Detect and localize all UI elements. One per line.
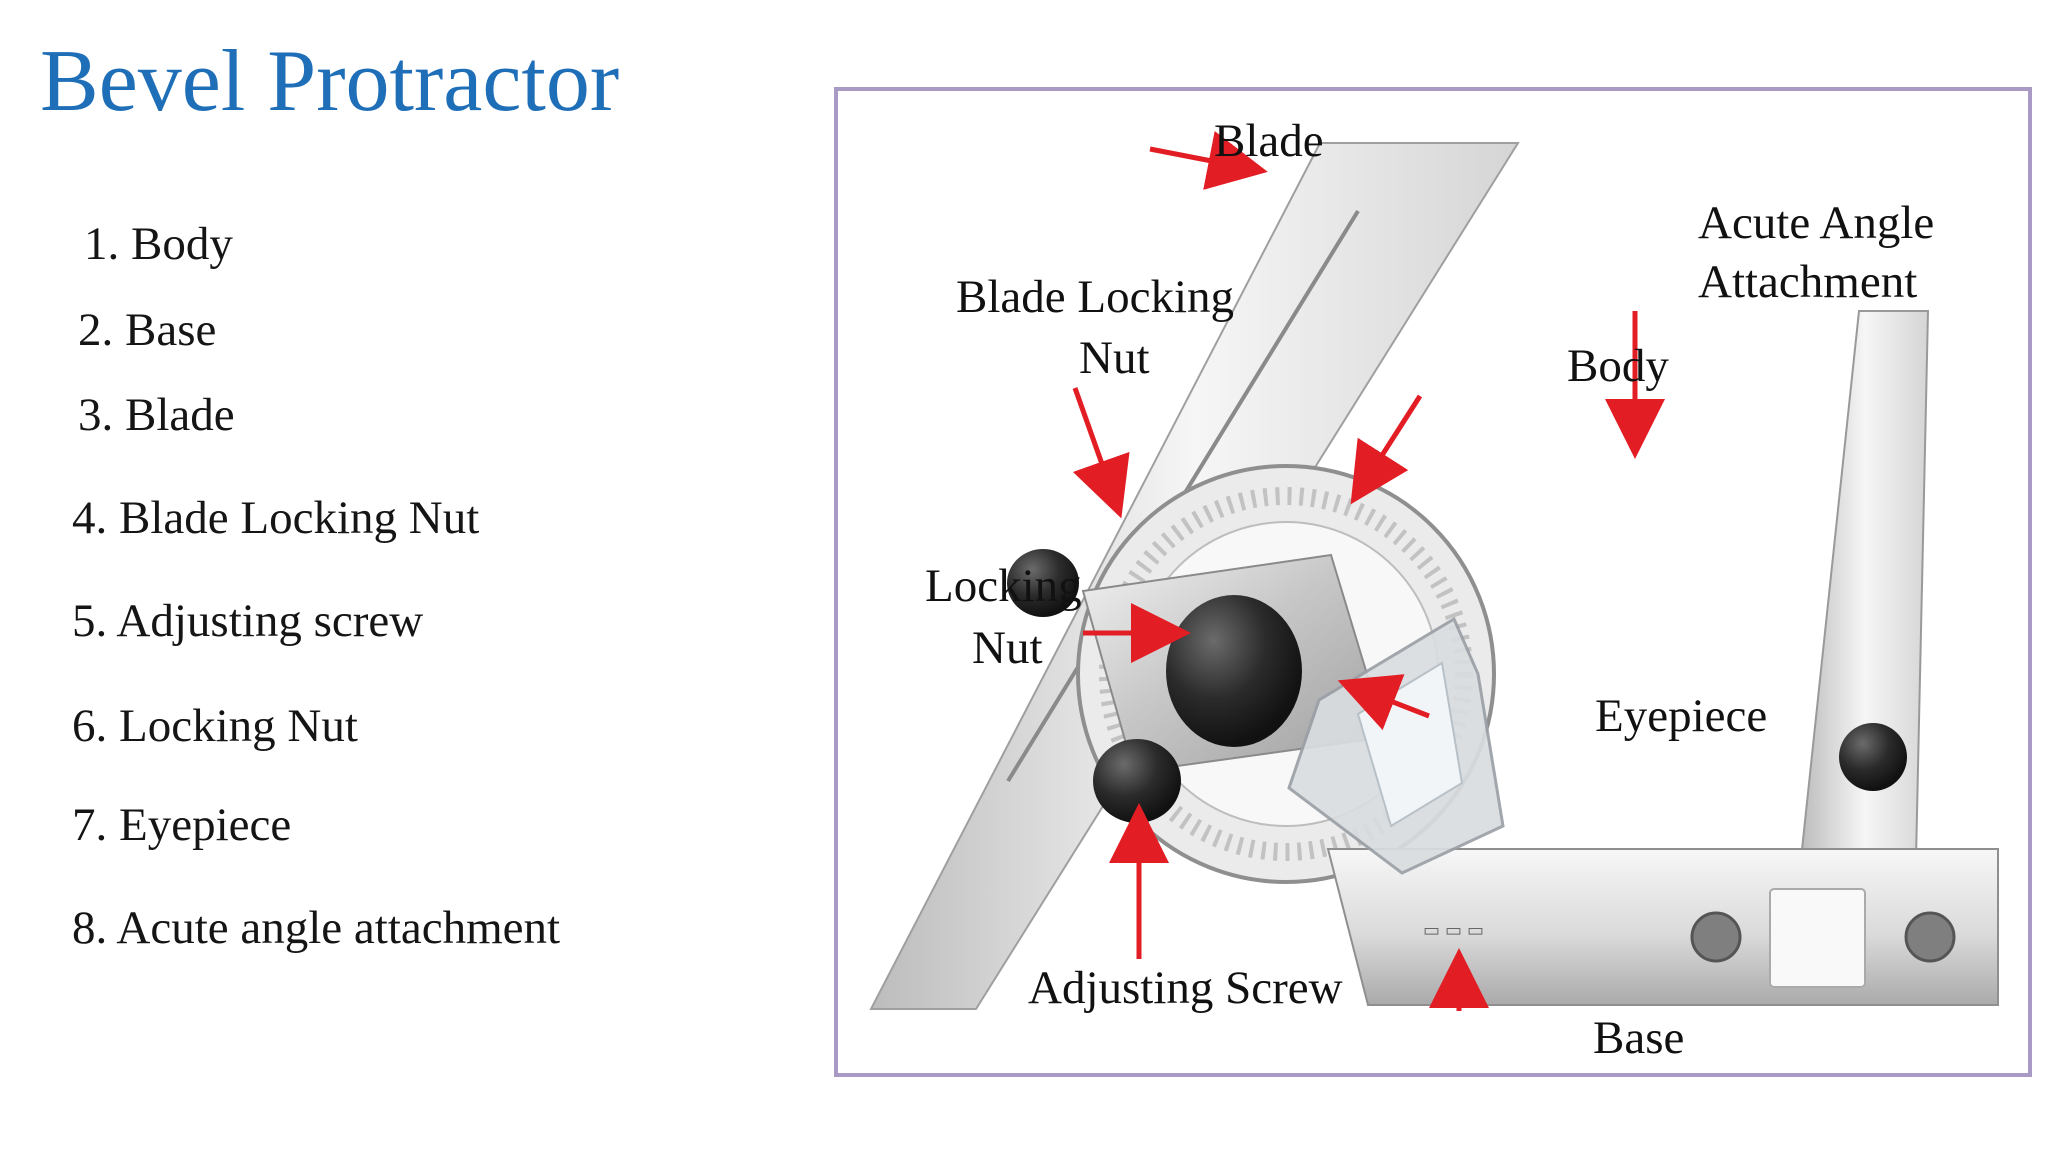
label-base: Base	[1593, 1012, 1685, 1064]
adjusting-screw	[1093, 739, 1181, 823]
arrow-eyepiece	[1337, 674, 1430, 731]
base-window	[1769, 888, 1866, 988]
list-item-acute-angle-attachment: 8. Acute angle attachment	[72, 902, 561, 954]
label-blade-locking-line1: Blade Locking	[956, 271, 1235, 323]
list-item-locking-nut: 6. Locking Nut	[72, 700, 358, 752]
label-blade: Blade	[1214, 115, 1324, 167]
arrow-blade-locking-nut	[1072, 387, 1130, 519]
diagram-frame: ▭ ▭ ▭ Blade Blade Locking Nut Locking Nu…	[834, 87, 2032, 1077]
label-acute-angle-line2: Attachment	[1698, 256, 1918, 308]
label-adjusting-screw: Adjusting Screw	[1028, 962, 1343, 1014]
locking-nut	[1166, 595, 1302, 747]
base-brand-mark: ▭ ▭ ▭	[1423, 920, 1484, 940]
blade-locking-nut	[1007, 549, 1079, 617]
label-eyepiece: Eyepiece	[1595, 690, 1768, 742]
list-item-blade-locking-nut: 4. Blade Locking Nut	[72, 492, 480, 544]
label-locking-line1: Locking	[925, 560, 1082, 612]
base-screw-left	[1690, 911, 1742, 963]
page-title: Bevel Protractor	[40, 33, 620, 130]
parts-list: 1. Body 2. Base 3. Blade 4. Blade Lockin…	[0, 0, 700, 1152]
list-item-adjusting-screw: 5. Adjusting screw	[72, 595, 424, 647]
list-item-body: 1. Body	[84, 218, 233, 270]
arrow-body	[1350, 394, 1423, 505]
bevel-protractor-diagram: ▭ ▭ ▭	[869, 131, 1999, 1011]
label-locking-line2: Nut	[972, 622, 1043, 674]
list-item-base: 2. Base	[78, 304, 217, 356]
label-blade-locking-line2: Nut	[1079, 332, 1150, 384]
list-item-eyepiece: 7. Eyepiece	[72, 799, 292, 851]
attachment-knob	[1839, 723, 1907, 791]
label-body: Body	[1567, 340, 1669, 392]
label-acute-angle-line1: Acute Angle	[1698, 197, 1935, 249]
arrow-blade	[1149, 131, 1268, 190]
base-screw-right	[1904, 911, 1956, 963]
list-item-blade: 3. Blade	[78, 389, 235, 441]
